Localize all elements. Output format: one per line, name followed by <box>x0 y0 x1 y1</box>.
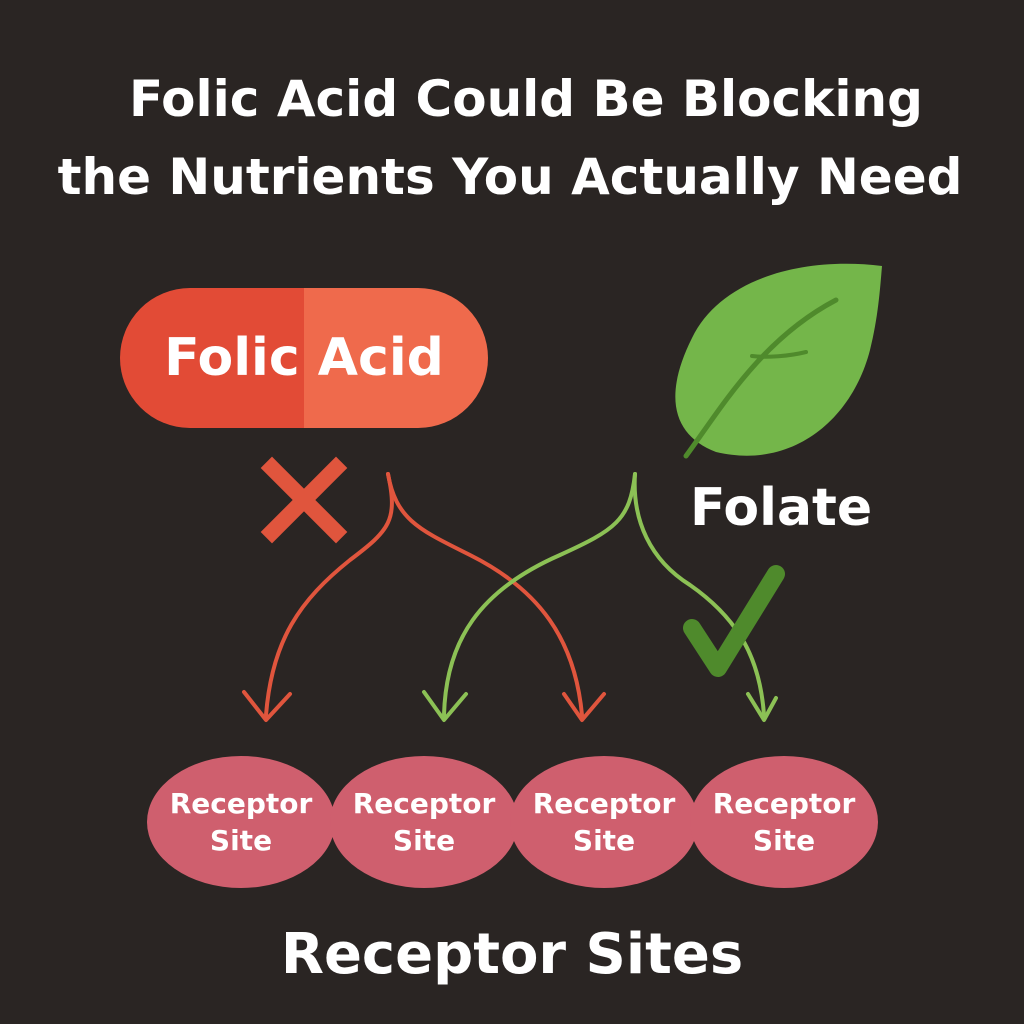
check-icon <box>683 565 785 677</box>
folate-arrow-left-head <box>422 690 468 722</box>
receptor-site-1: Receptor Site <box>147 756 335 888</box>
receptor-site-4: Receptor Site <box>690 756 878 888</box>
folate-label: Folate <box>690 478 873 538</box>
receptor-site-label: Receptor Site <box>352 787 496 857</box>
receptor-site-label: Receptor Site <box>712 787 856 857</box>
folic-acid-label: Folic Acid <box>164 328 444 388</box>
title-line-2: the Nutrients You Actually Need <box>57 148 963 206</box>
leaf-icon <box>675 263 882 459</box>
receptor-site-2: Receptor Site <box>330 756 518 888</box>
folate-arrow-right <box>632 472 766 717</box>
folic-arrow-right <box>386 472 584 717</box>
folate-arrows <box>422 472 778 722</box>
receptor-site-label: Receptor Site <box>532 787 676 857</box>
folate-arrow-right-head <box>746 692 778 722</box>
receptor-sites-caption: Receptor Sites <box>280 922 744 987</box>
cross-icon <box>260 456 348 544</box>
folic-arrow-left <box>264 472 394 717</box>
receptor-site-label: Receptor Site <box>169 787 313 857</box>
folic-arrow-right-head <box>562 692 606 722</box>
receptor-site-3: Receptor Site <box>510 756 698 888</box>
title-line-1: Folic Acid Could Be Blocking <box>129 70 923 128</box>
folic-arrow-left-head <box>242 690 292 722</box>
folic-acid-arrows <box>242 472 606 722</box>
folic-acid-pill: Folic Acid <box>120 288 488 428</box>
folate-arrow-left <box>442 472 637 717</box>
